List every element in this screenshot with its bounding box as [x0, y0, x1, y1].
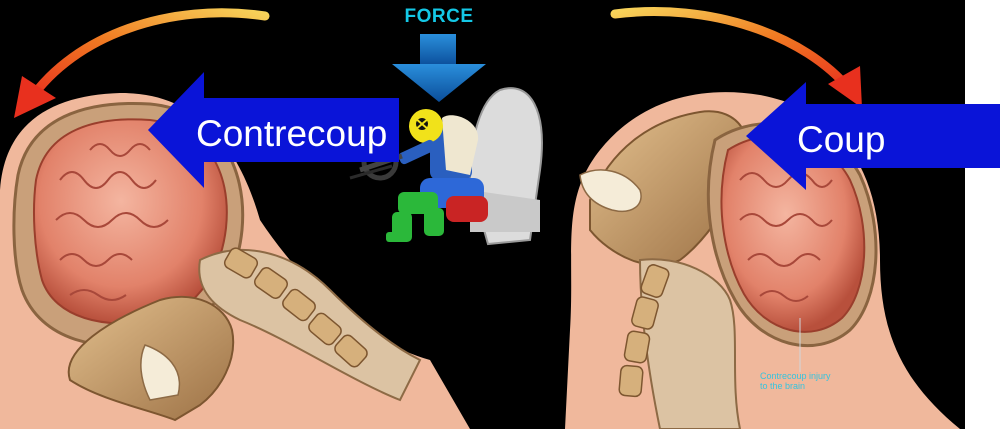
contrecoup-label: Contrecoup	[196, 115, 387, 152]
coup-label: Coup	[797, 121, 885, 158]
contrecoup-injury-annotation: Contrecoup injury to the brain	[760, 371, 831, 391]
annotation-line-1: Contrecoup injury	[760, 371, 831, 381]
force-arrow	[392, 34, 486, 102]
annotation-line-2: to the brain	[760, 381, 831, 391]
force-label: FORCE	[384, 6, 494, 28]
